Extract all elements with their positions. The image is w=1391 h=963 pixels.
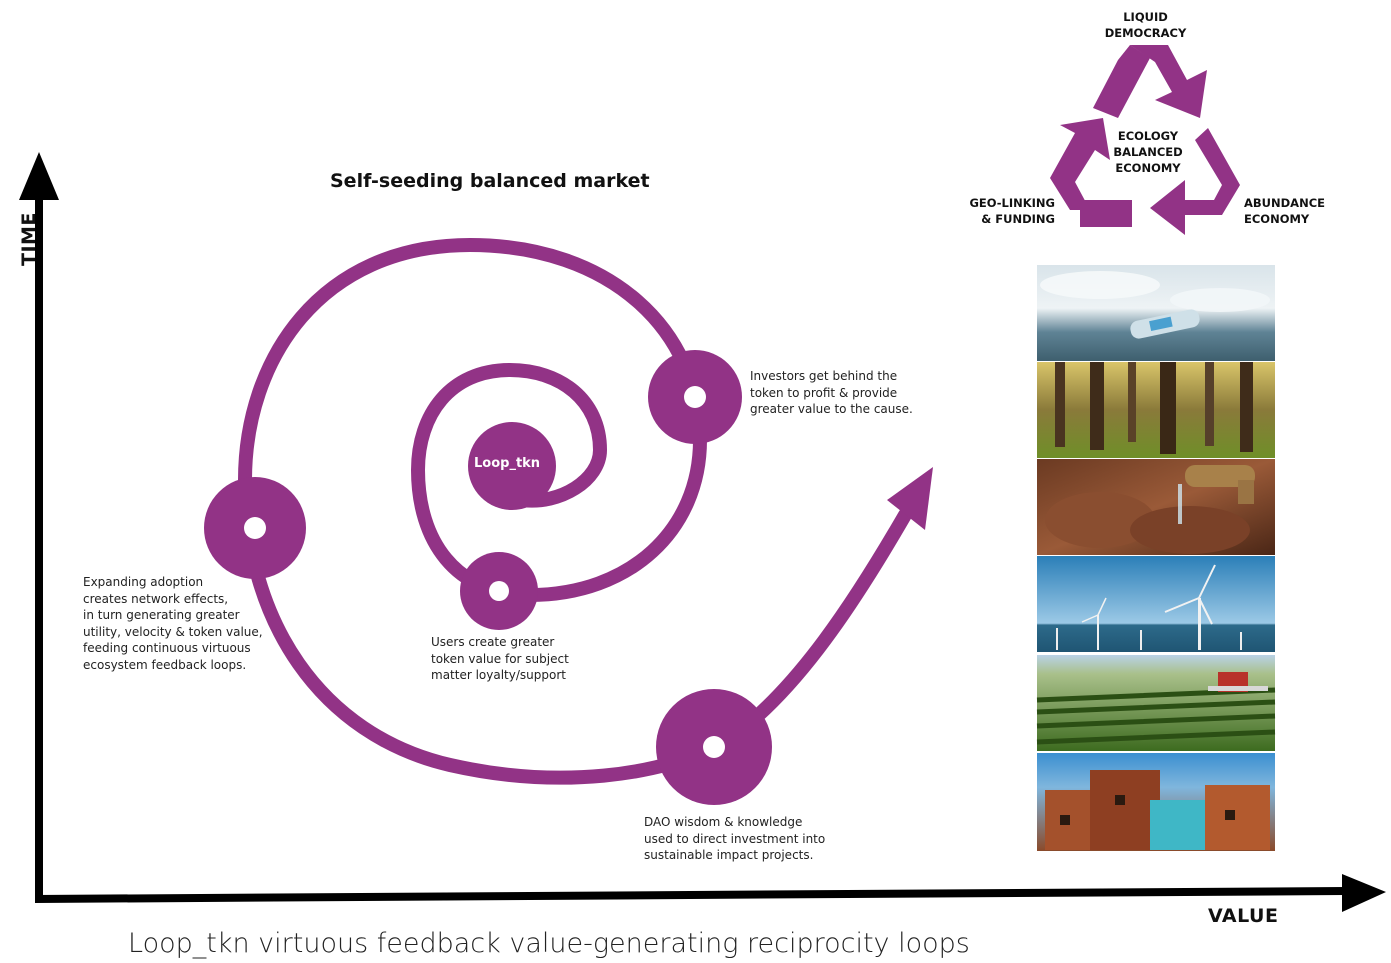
y-axis-label: TIME [18,212,40,266]
cycle-label-liquid-democracy: LIQUID DEMOCRACY [1104,10,1187,40]
time-axis-arrowhead [19,152,59,200]
node-adoption-dot [244,517,266,539]
x-axis-label: VALUE [1208,905,1279,927]
photo-wind-turbines [1037,556,1275,652]
value-axis-arrowhead [1342,874,1386,912]
node-users-dot [489,581,509,601]
photo-hands-water-tap [1037,459,1275,555]
node-investors-dot [684,386,706,408]
note-investors: Investors get behind the token to profit… [750,369,913,416]
photo-ocean-plastic-bottle [1037,265,1275,361]
time-axis [19,152,59,901]
cycle-label-center: ECOLOGY BALANCED ECONOMY [1113,129,1183,175]
photo-favela-houses [1037,753,1275,851]
value-axis [35,874,1386,912]
note-adoption: Expanding adoption creates network effec… [83,575,263,672]
note-users: Users create greater token value for sub… [431,635,569,682]
photo-farm-field-tractor [1036,655,1276,751]
diagram-title: Self-seeding balanced market [330,170,650,192]
diagram-caption: Loop_tkn virtuous feedback value-generat… [128,928,970,959]
photo-forest [1037,362,1275,458]
spiral-path [237,237,912,785]
note-dao: DAO wisdom & knowledge used to direct in… [644,815,826,862]
recycle-top-left [1093,45,1150,118]
recycle-arrow-right-top [1130,45,1207,118]
cycle-label-abundance: ABUNDANCE ECONOMY [1244,196,1325,226]
node-dao-dot [703,736,725,758]
photo-column [1036,265,1276,851]
cycle-label-geo-linking: GEO-LINKING & FUNDING [969,196,1055,226]
spiral-arrowhead [887,467,933,530]
recycle-bottom-bar [1080,200,1132,227]
loop-tkn-label: Loop_tkn [474,456,541,471]
recycle-cycle [1050,45,1240,235]
recycle-arrow-right-bottom [1150,128,1240,235]
loop-tkn-center [468,422,556,510]
recycle-arrow-left [1050,118,1110,210]
